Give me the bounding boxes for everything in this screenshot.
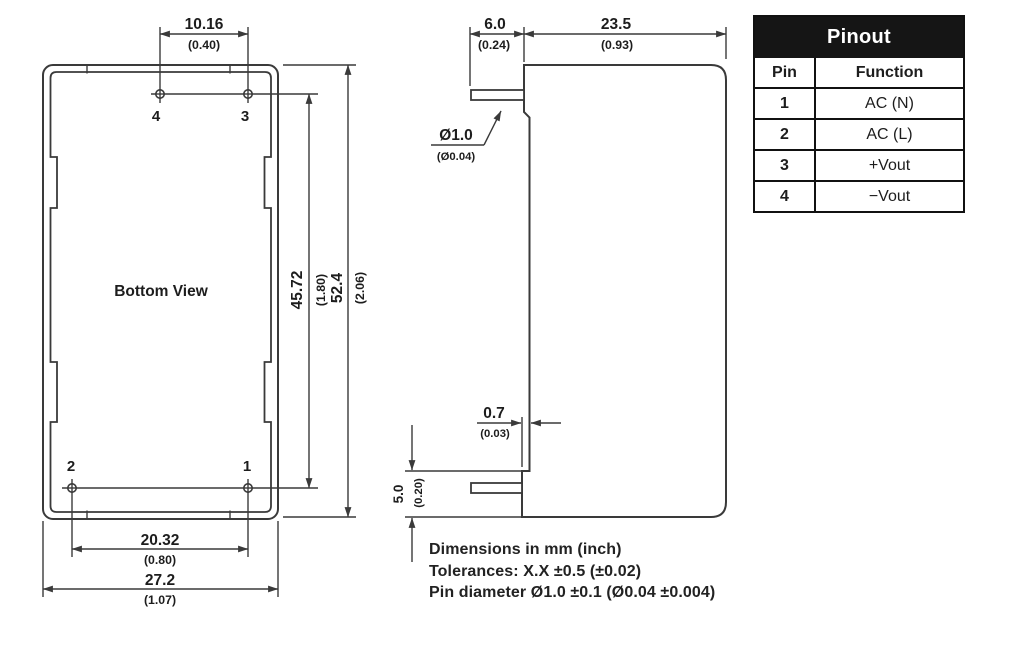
dim-body-depth: 23.5 (0.93) xyxy=(523,16,727,59)
dim-standoff-mm: 5.0 xyxy=(391,485,406,504)
side-view: 6.0 (0.24) 23.5 (0.93) Ø1.0 (Ø0.04) xyxy=(391,16,727,562)
dim-pin-span-top: 10.16 (0.40) xyxy=(159,16,249,52)
dim-pin-setback-mm: 0.7 xyxy=(483,405,505,422)
pinout-row-3-function: +Vout xyxy=(816,149,963,180)
mold-tick-marks xyxy=(86,64,231,520)
bottom-view: 4 3 2 1 Bottom View 10.16 (0.40) 20.32 (… xyxy=(42,16,367,607)
dim-body-height-in: (2.06) xyxy=(353,272,367,304)
dim-pin-pitch: 45.72 (1.80) xyxy=(289,93,328,489)
dim-body-width-mm: 27.2 xyxy=(145,572,175,589)
pin-3-label: 3 xyxy=(241,108,249,125)
pinout-row-4-pin: 4 xyxy=(755,180,816,211)
drawing-svg: 4 3 2 1 Bottom View 10.16 (0.40) 20.32 (… xyxy=(42,16,727,607)
pin-4-label: 4 xyxy=(152,108,161,125)
dim-body-depth-mm: 23.5 xyxy=(601,16,632,33)
dim-pin-length-in: (0.24) xyxy=(478,38,510,52)
pin-2-label: 2 xyxy=(67,458,75,475)
dim-pin-length: 6.0 (0.24) xyxy=(469,16,525,86)
pinout-row-1-function: AC (N) xyxy=(816,87,963,118)
dim-pin-pitch-in: (1.80) xyxy=(314,274,328,306)
pinout-row-2-pin: 2 xyxy=(755,118,816,149)
dim-pin-span-bottom: 20.32 (0.80) xyxy=(71,532,249,567)
dim-pin-length-mm: 6.0 xyxy=(484,16,506,33)
dim-pin-span-bottom-mm: 20.32 xyxy=(141,532,180,549)
dim-body-height: 52.4 (2.06) xyxy=(283,64,367,518)
side-view-outline xyxy=(521,64,727,518)
note-pin-diameter: Pin diameter Ø1.0 ±0.1 (Ø0.04 ±0.004) xyxy=(429,584,716,601)
dim-pin-span-top-mm: 10.16 xyxy=(185,16,224,33)
dim-pin-diameter-in: (Ø0.04) xyxy=(437,151,476,163)
pinout-table-title: Pinout xyxy=(755,17,963,58)
note-units: Dimensions in mm (inch) xyxy=(429,541,622,558)
dim-standoff-in: (0.20) xyxy=(413,478,425,508)
bottom-view-inner-outline xyxy=(49,71,272,513)
note-tolerances: Tolerances: X.X ±0.5 (±0.02) xyxy=(429,562,642,580)
pinout-row-1-pin: 1 xyxy=(755,87,816,118)
dim-pin-setback: 0.7 (0.03) xyxy=(477,405,561,467)
side-view-bottom-pin xyxy=(470,482,523,494)
dim-body-height-mm: 52.4 xyxy=(329,273,346,304)
pinout-row-2-function: AC (L) xyxy=(816,118,963,149)
dim-pin-diameter-mm: Ø1.0 xyxy=(439,127,473,144)
dim-pin-span-top-in: (0.40) xyxy=(188,38,220,52)
drawing-notes: Dimensions in mm (inch) Tolerances: X.X … xyxy=(429,539,715,604)
dim-body-depth-in: (0.93) xyxy=(601,38,633,52)
dim-pin-setback-in: (0.03) xyxy=(480,428,510,440)
dim-body-width: 27.2 (1.07) xyxy=(42,521,279,607)
pins xyxy=(67,89,254,493)
dim-pin-pitch-mm: 45.72 xyxy=(289,271,306,310)
bottom-view-title: Bottom View xyxy=(114,283,209,300)
pinout-col-header-pin: Pin xyxy=(755,58,816,87)
pin-1-label: 1 xyxy=(243,458,251,475)
dim-body-width-in: (1.07) xyxy=(144,593,176,607)
side-view-top-pin xyxy=(470,89,525,101)
pinout-row-3-pin: 3 xyxy=(755,149,816,180)
callout-pin-diameter: Ø1.0 (Ø0.04) xyxy=(431,110,502,163)
pinout-table-grid: Pin Function 1 AC (N) 2 AC (L) 3 +Vout 4… xyxy=(755,58,963,211)
pinout-table: Pinout Pin Function 1 AC (N) 2 AC (L) 3 … xyxy=(753,15,965,213)
pinout-col-header-function: Function xyxy=(816,58,963,87)
dim-pin-span-bottom-in: (0.80) xyxy=(144,553,176,567)
dim-standoff: 5.0 (0.20) xyxy=(391,425,521,562)
pinout-row-4-function: −Vout xyxy=(816,180,963,211)
